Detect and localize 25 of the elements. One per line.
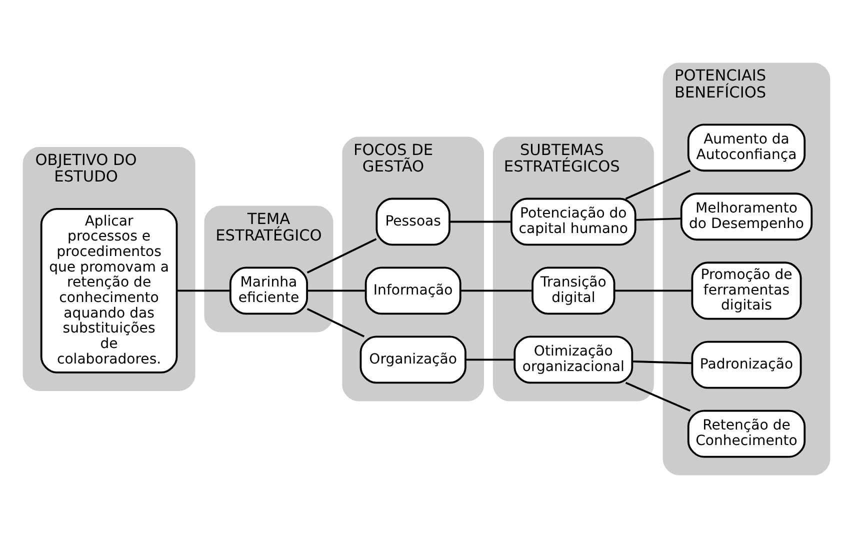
node-box: Aumento da Autoconfiança: [687, 123, 806, 172]
connector: [614, 289, 692, 292]
connector: [625, 169, 691, 200]
connector: [632, 360, 692, 364]
connector: [306, 307, 365, 337]
node-box: Aplicar processos e procedimentos que promovam a retenção de conhecimento aquando das substituições de colaboradores.: [40, 208, 178, 373]
node-box: Marinha eficiente: [229, 266, 308, 314]
node-box: Organização: [360, 335, 466, 384]
node-box: Otimização organizacional: [514, 335, 634, 384]
node-box: Informação: [364, 266, 462, 314]
node-box: Retenção de Conhecimento: [687, 409, 806, 458]
connector: [460, 289, 532, 292]
node-box: Potenciação do capital humano: [510, 197, 636, 246]
connector: [625, 381, 691, 412]
node-box: Promoção de ferramentas digitais: [691, 261, 802, 320]
connector: [307, 289, 366, 292]
connector: [176, 289, 230, 292]
node-box: Pessoas: [376, 197, 450, 246]
node-box: Melhoramento do Desempenho: [680, 192, 813, 240]
connector: [306, 238, 377, 273]
connector: [636, 217, 682, 220]
connector: [466, 358, 515, 360]
connector: [450, 220, 512, 222]
node-box: Padronização: [691, 340, 802, 388]
node-box: Transição digital: [532, 266, 616, 314]
